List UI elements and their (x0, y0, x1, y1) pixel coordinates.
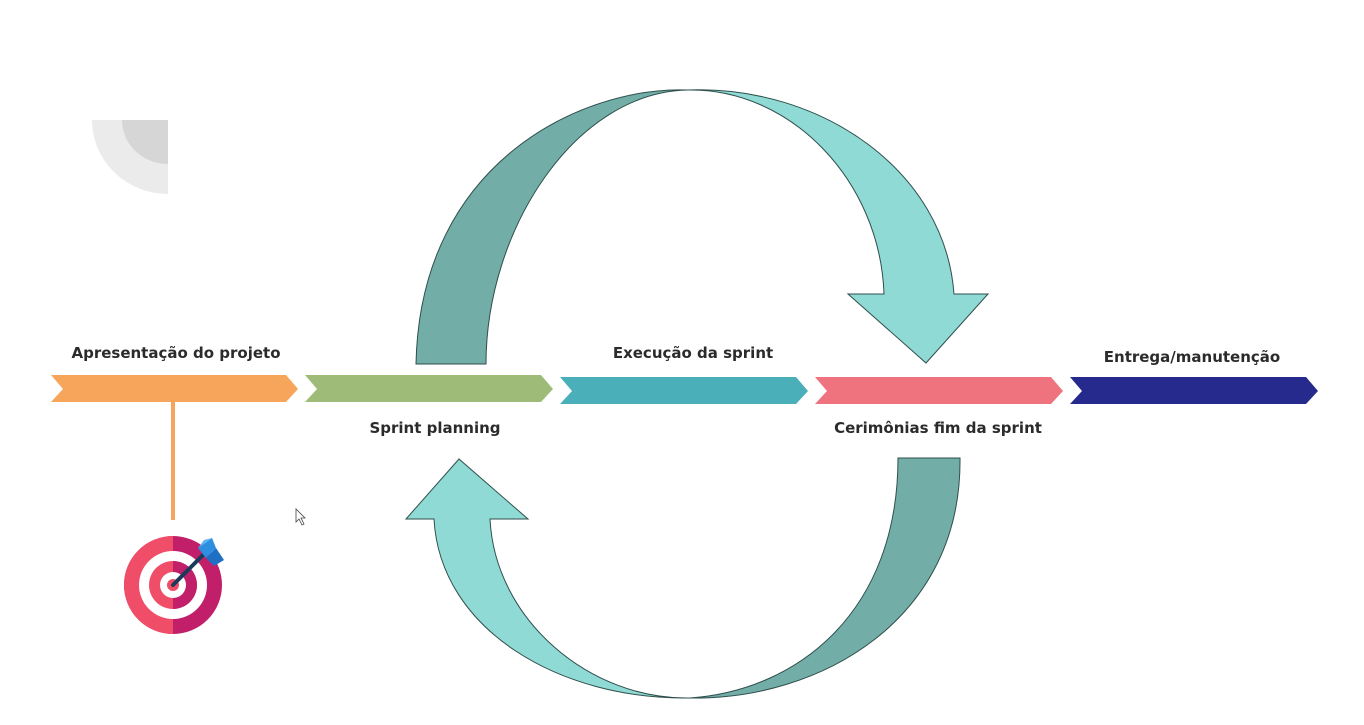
mouse-cursor-icon (295, 508, 306, 526)
stage-label-execucao: Execução da sprint (612, 344, 774, 362)
lower-cycle-arrow (404, 457, 961, 699)
chevron-sprint-planning (305, 375, 553, 402)
lower-arrow-right-band (689, 457, 961, 699)
stage-label-entrega: Entrega/manutenção (1103, 348, 1281, 366)
stage-label-cerimonias: Cerimônias fim da sprint (834, 419, 1042, 437)
goal-connector-line (171, 402, 175, 520)
target-dart-icon (124, 536, 224, 634)
stage-label-sprint-planning: Sprint planning (369, 419, 501, 437)
chevron-apresentacao (51, 375, 298, 402)
stage-label-apresentacao: Apresentação do projeto (71, 344, 281, 362)
corner-decoration (92, 120, 168, 194)
upper-arrow-right-band (687, 89, 990, 364)
upper-arrow-left-band (415, 89, 689, 365)
timeline-chevrons (51, 375, 1318, 404)
chevron-execucao (560, 377, 808, 404)
chevron-cerimonias (815, 377, 1063, 404)
lower-arrow-left-band (404, 458, 691, 699)
chevron-entrega (1070, 377, 1318, 404)
upper-cycle-arrow (415, 89, 990, 365)
